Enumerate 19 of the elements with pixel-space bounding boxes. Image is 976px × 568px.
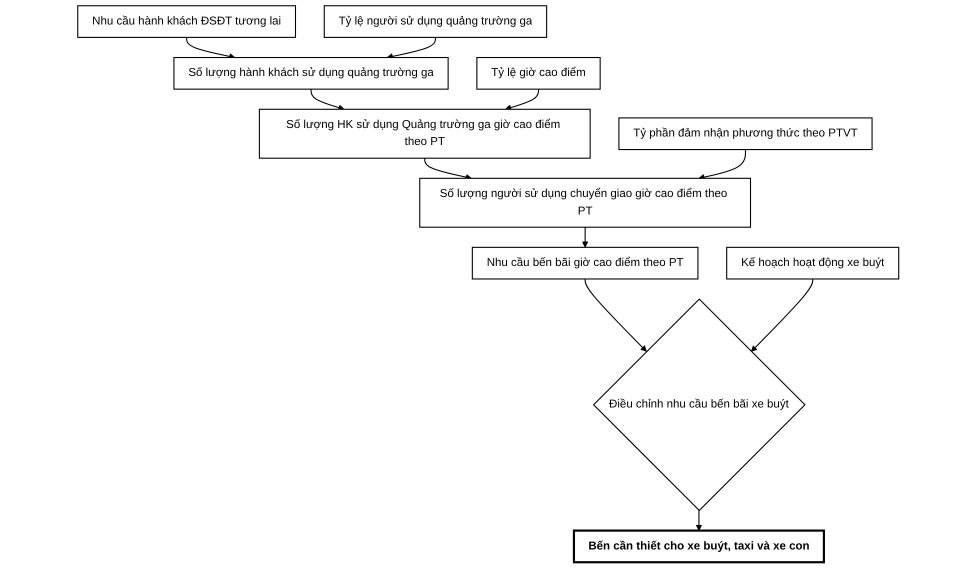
node-box: Số lượng người sử dụng chuyển giao giờ cao điểm theo PT — [418, 178, 751, 228]
node-box: Nhu cầu hành khách ĐSĐT tương lai — [76, 5, 296, 38]
node-box: Nhu cầu bến bãi giờ cao điểm theo PT — [472, 246, 698, 280]
arrow — [696, 510, 702, 531]
node-box: Tỷ lệ người sử dụng quảng trường ga — [323, 5, 547, 38]
node-box: Tỷ phần đảm nhận phương thức theo PTVT — [618, 117, 872, 150]
arrow — [750, 278, 813, 352]
arrow — [386, 37, 436, 60]
node-box: Số lượng hành khách sử dụng quảng trường ga — [173, 56, 448, 90]
arrow — [310, 89, 344, 111]
node-box: Bến cần thiết cho xe buýt, taxi và xe con — [572, 530, 825, 564]
arrow — [186, 37, 236, 60]
arrow — [504, 89, 539, 111]
arrow — [584, 278, 647, 352]
arrow — [582, 227, 588, 248]
node-box: Số lượng HK sử dụng Quảng trường ga giờ cao điểm theo PT — [258, 108, 590, 159]
node-box: Kế hoạch hoạt động xe buýt — [726, 246, 900, 280]
node-box: Tỷ lệ giờ cao điểm — [476, 56, 600, 90]
node-diamond: Điều chỉnh nhu cầu bến bãi xe buýt — [592, 298, 806, 512]
